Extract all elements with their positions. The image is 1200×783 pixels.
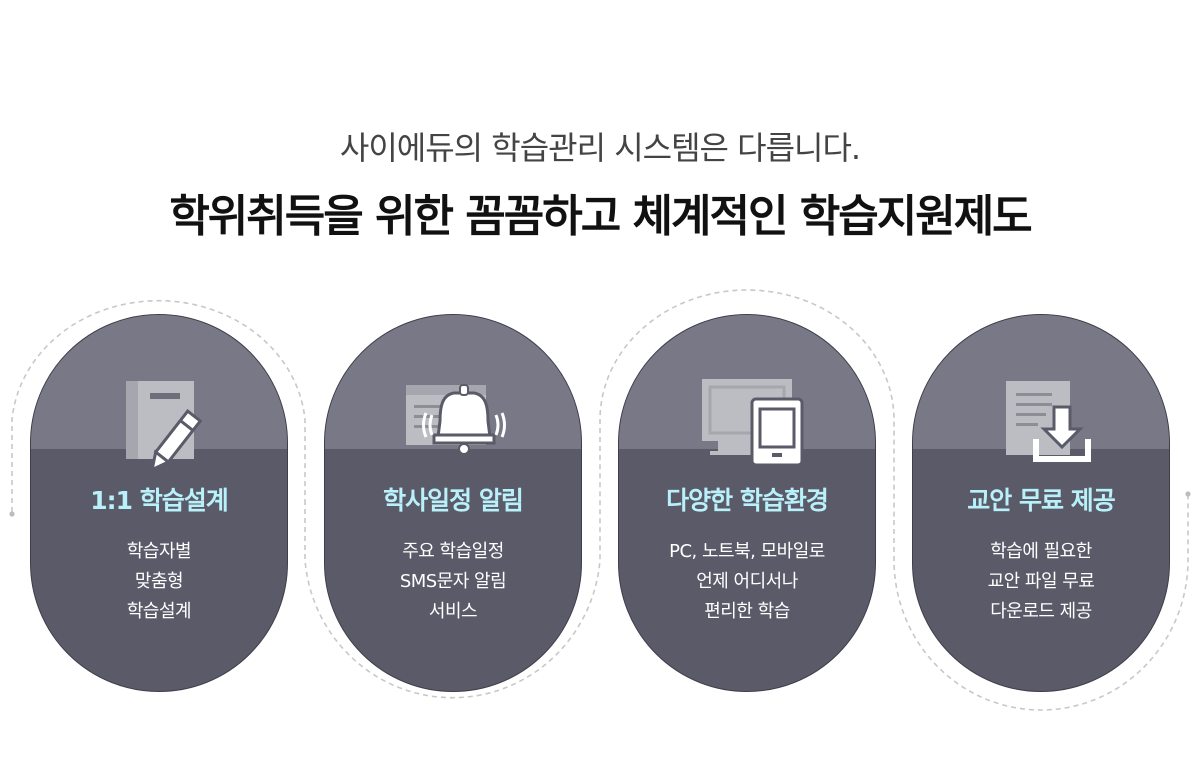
card-line: 교안 파일 무료 <box>987 571 1095 592</box>
card-description: PC, 노트북, 모바일로 언제 어디서나 편리한 학습 <box>619 537 875 627</box>
document-download-icon <box>1006 381 1091 462</box>
page-subtitle: 사이에듀의 학습관리 시스템은 다릅니다. <box>339 129 861 167</box>
card-line: 학습설계 <box>126 601 192 622</box>
monitor-tablet-icon <box>702 379 804 467</box>
card-line: SMS문자 알림 <box>399 571 507 592</box>
card-title: 교안 무료 제공 <box>967 486 1115 515</box>
card-description: 학습자별 맞춤형 학습설계 <box>31 537 287 627</box>
page-title: 학위취득을 위한 꼼꼼하고 체계적인 학습지원제도 <box>169 191 1032 242</box>
card-line: 서비스 <box>428 601 478 622</box>
calendar-bell-icon <box>406 384 506 455</box>
card-title: 다양한 학습환경 <box>666 486 829 515</box>
notebook-pencil-icon <box>126 381 203 473</box>
card-schedule-alert: 학사일정 알림 주요 학습일정 SMS문자 알림 서비스 <box>324 314 582 692</box>
card-study-design: 1:1 학습설계 학습자별 맞춤형 학습설계 <box>30 314 288 692</box>
card-title: 학사일정 알림 <box>383 486 524 515</box>
card-line: 맞춤형 <box>134 571 184 592</box>
card-line: PC, 노트북, 모바일로 <box>669 541 825 562</box>
card-title: 1:1 학습설계 <box>90 486 229 515</box>
connector-dot-right <box>1185 491 1191 497</box>
card-line: 편리한 학습 <box>704 601 790 622</box>
card-free-materials: 교안 무료 제공 학습에 필요한 교안 파일 무료 다운로드 제공 <box>912 314 1170 692</box>
card-line: 언제 어디서나 <box>696 571 798 592</box>
card-learning-environment: 다양한 학습환경 PC, 노트북, 모바일로 언제 어디서나 편리한 학습 <box>618 314 876 692</box>
connector-dot-left <box>9 511 15 517</box>
card-line: 학습에 필요한 <box>990 541 1092 562</box>
card-description: 학습에 필요한 교안 파일 무료 다운로드 제공 <box>913 537 1169 627</box>
card-line: 주요 학습일정 <box>402 541 504 562</box>
card-line: 학습자별 <box>126 541 192 562</box>
card-description: 주요 학습일정 SMS문자 알림 서비스 <box>325 537 581 627</box>
card-line: 다운로드 제공 <box>990 601 1092 622</box>
